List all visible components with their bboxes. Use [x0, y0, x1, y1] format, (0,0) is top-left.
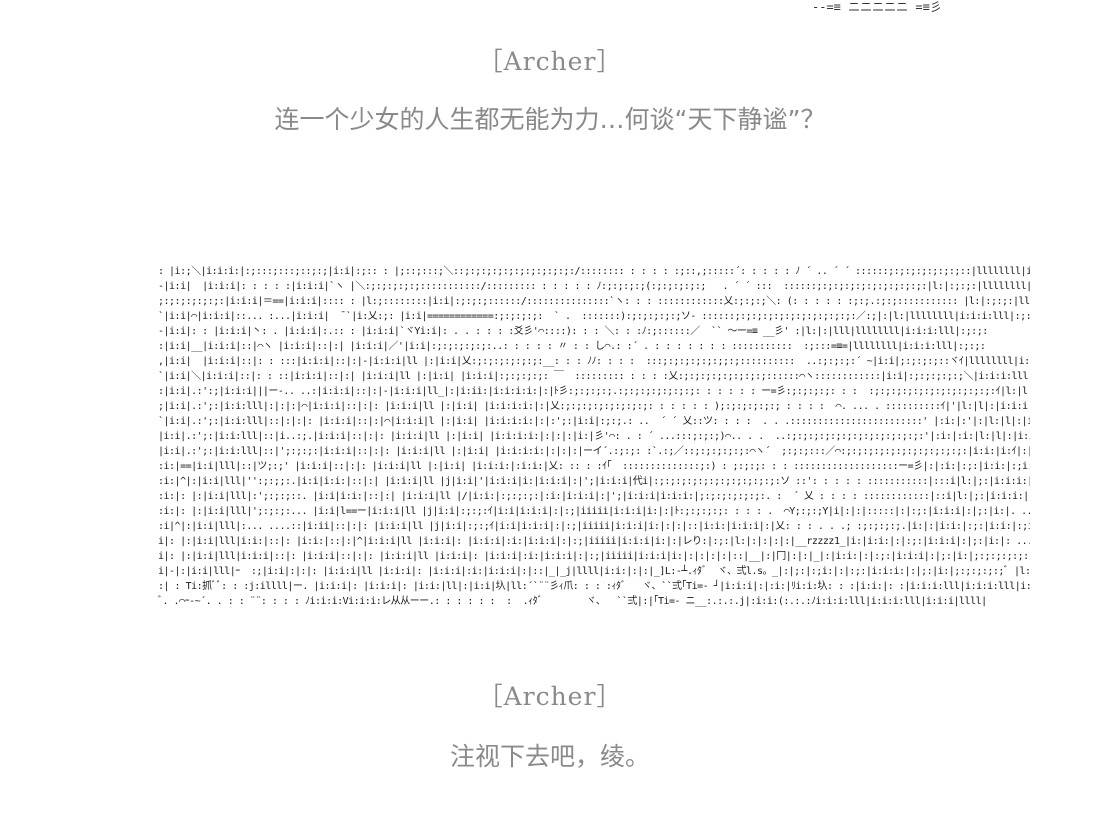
dialogue-line: 注视下去吧，绫。 — [449, 742, 650, 771]
dialogue-line: 连一个少女的人生都无能为力…何谈“天下静谧”？ — [274, 105, 826, 134]
speaker-label: ［Archer］ — [477, 47, 623, 76]
ascii-art-scene: : |i:;＼|i:i:i:|:;:::;:::;::;:;|i:i|:;:: … — [158, 264, 1030, 656]
speaker-label: ［Archer］ — [477, 682, 623, 711]
header-fragment: --=≡ ニニニニニ =≡彡 — [812, 0, 942, 14]
ascii-art-text: : |i:;＼|i:i:i:|:;:::;:::;::;:;|i:i|:;:: … — [158, 266, 1030, 607]
